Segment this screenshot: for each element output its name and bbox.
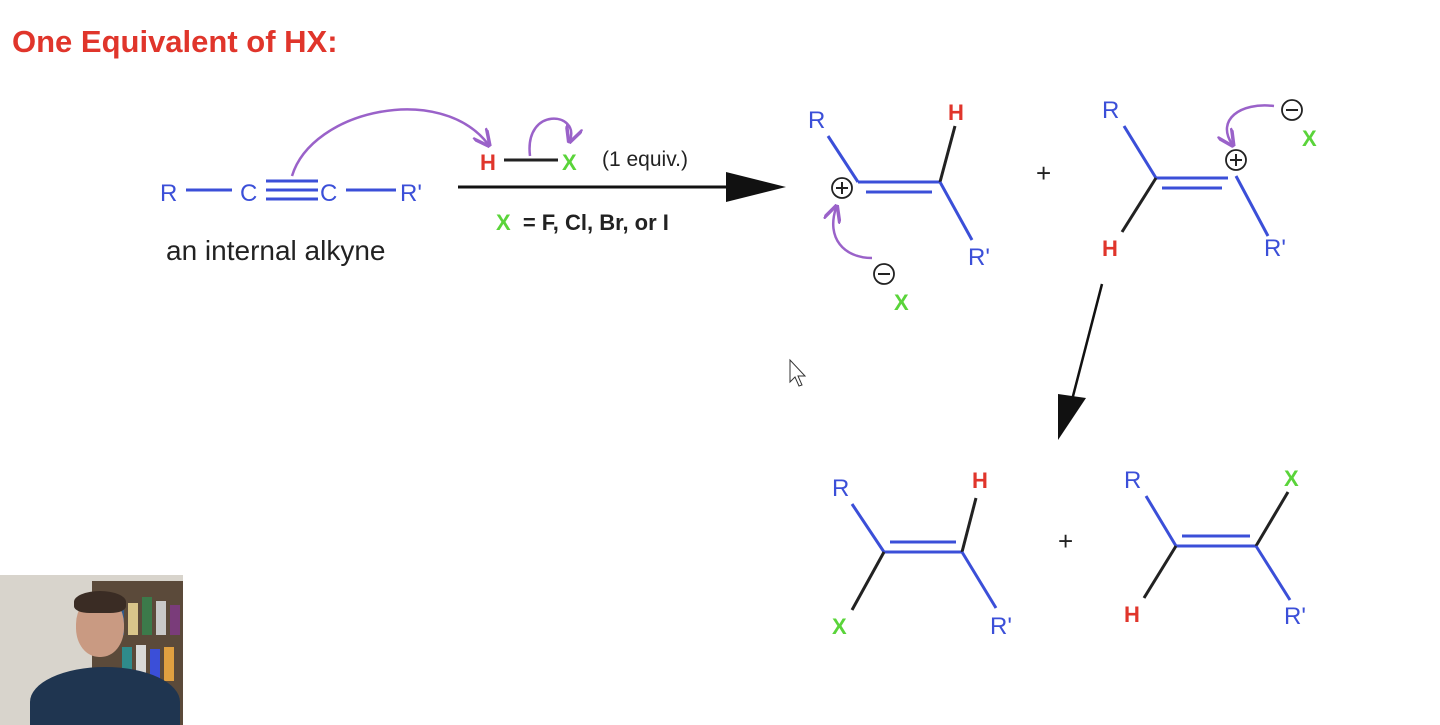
product2-r-prime: R'	[1284, 603, 1306, 630]
cation2-r-prime: R'	[1264, 235, 1286, 262]
webcam-video	[0, 575, 183, 725]
x-definition-list: = F, Cl, Br, or I	[523, 210, 669, 235]
cation2-h: H	[1102, 236, 1118, 261]
product2-r: R	[1124, 467, 1141, 494]
product1-x: X	[832, 614, 847, 639]
product2-h: H	[1124, 602, 1140, 627]
cation2-plus-charge	[1225, 149, 1247, 171]
arrow-to-products	[1058, 283, 1104, 440]
alkyne-caption: an internal alkyne	[166, 235, 385, 266]
cation1-r-prime: R'	[968, 244, 990, 271]
x-definition-x: X	[496, 210, 511, 235]
x-definition: X = F, Cl, Br, or I	[496, 210, 669, 235]
hx-reagent: H X (1 equiv.)	[480, 148, 688, 175]
carbocation-2: R H R' X	[1102, 97, 1317, 262]
product1-r-prime: R'	[990, 613, 1012, 640]
cation1-minus-charge	[873, 263, 895, 285]
product-2: R X H R'	[1124, 466, 1306, 630]
reagent-equiv: (1 equiv.)	[602, 148, 688, 171]
curved-arrow-pi-to-h	[290, 108, 488, 177]
triple-bond	[266, 179, 318, 201]
slide-title: One Equivalent of HX:	[12, 24, 338, 59]
mouse-cursor-icon	[789, 358, 807, 387]
alkyne-r-right: R'	[400, 180, 422, 207]
alkyne-reactant: R C C R' an internal alkyne	[160, 179, 422, 266]
cation1-r: R	[808, 107, 825, 134]
presenter-hair	[74, 591, 126, 613]
product-1: R H X R'	[832, 468, 1012, 640]
cation1-plus-charge	[831, 177, 853, 199]
curved-arrow-x-attack-1	[833, 208, 873, 260]
cation2-x: X	[1302, 126, 1317, 151]
curved-arrow-bond-to-x	[528, 117, 572, 157]
carbocation-1: R H R' X	[808, 100, 990, 315]
presenter-body	[30, 667, 180, 725]
cation1-x: X	[894, 290, 909, 315]
alkyne-c2: C	[320, 180, 337, 207]
product1-r: R	[832, 475, 849, 502]
alkyne-r-left: R	[160, 180, 177, 207]
cation2-minus-charge	[1281, 99, 1303, 121]
cation1-h: H	[948, 100, 964, 125]
reagent-x: X	[562, 150, 577, 175]
plus-sign-bottom: +	[1058, 526, 1073, 556]
product1-h: H	[972, 468, 988, 493]
product2-x: X	[1284, 466, 1299, 491]
plus-sign-top: +	[1036, 158, 1051, 188]
alkyne-c1: C	[240, 180, 257, 207]
reaction-arrow	[458, 172, 786, 202]
reagent-h: H	[480, 150, 496, 175]
cation2-r: R	[1102, 97, 1119, 124]
curved-arrow-x-attack-2	[1227, 104, 1275, 144]
